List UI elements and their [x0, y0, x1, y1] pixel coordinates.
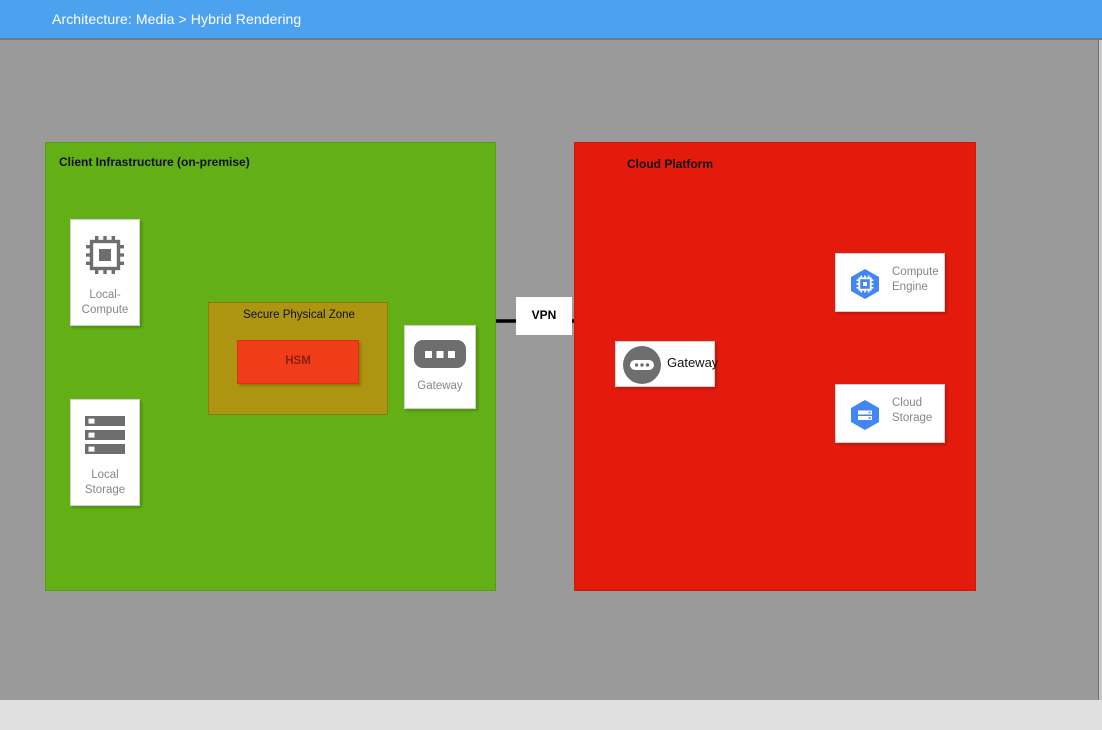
node-local-compute-label: Local- Compute	[81, 289, 129, 316]
vertical-scrollbar[interactable]	[1098, 40, 1102, 700]
zone-secure-physical-title: Secure Physical Zone	[243, 309, 355, 321]
cpu-chip-icon	[71, 232, 139, 278]
header-bar: Architecture: Media > Hybrid Rendering	[0, 0, 1102, 40]
node-local-compute[interactable]: Local- Compute	[70, 219, 140, 326]
node-gateway-cloud-label: Gateway	[667, 355, 719, 370]
cloud-storage-icon	[848, 398, 882, 432]
node-cloud-storage-label: Cloud Storage	[892, 397, 933, 424]
server-rack-icon	[71, 414, 139, 456]
node-local-storage-label: Local Storage	[84, 469, 126, 496]
node-cloud-storage[interactable]: Cloud Storage	[835, 384, 945, 443]
gateway-icon	[405, 340, 475, 368]
node-gateway-cloud[interactable]: Gateway	[615, 341, 719, 387]
compute-engine-icon	[848, 267, 882, 301]
node-hsm-label: HSM	[285, 355, 311, 367]
diagram-canvas[interactable]: Client Infrastructure (on-premise) Secur…	[0, 42, 1098, 700]
node-local-storage[interactable]: Local Storage	[70, 399, 140, 506]
gateway-circle-icon	[623, 346, 661, 384]
node-compute-engine[interactable]: Compute Engine	[835, 253, 945, 312]
node-compute-engine-label: Compute Engine	[892, 266, 939, 293]
node-hsm[interactable]: HSM	[237, 340, 359, 384]
footer-bar	[0, 700, 1102, 730]
zone-cloud-platform-title: Cloud Platform	[627, 157, 713, 171]
vpn-label: VPN	[516, 297, 572, 335]
node-gateway-local[interactable]: Gateway	[404, 325, 476, 409]
node-gateway-local-label: Gateway	[417, 380, 463, 392]
vpn-label-text: VPN	[531, 308, 557, 322]
breadcrumb[interactable]: Architecture: Media > Hybrid Rendering	[52, 11, 302, 27]
zone-client-infrastructure-title: Client Infrastructure (on-premise)	[59, 155, 250, 169]
